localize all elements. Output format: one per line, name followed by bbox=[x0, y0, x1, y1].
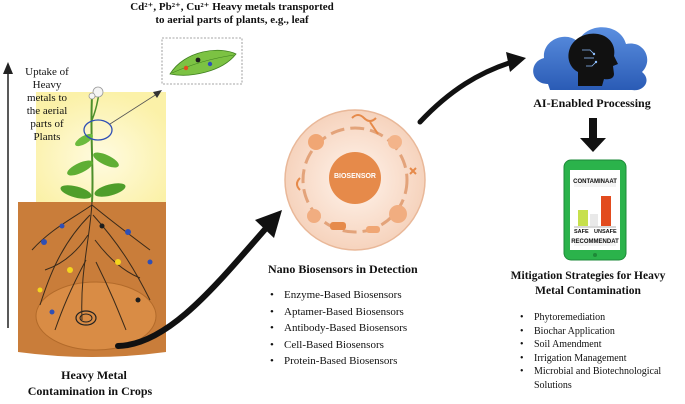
uptake-line: Heavy bbox=[32, 79, 62, 91]
root-highlight-inner bbox=[79, 313, 93, 323]
mitigation-title-line2: Metal Contamination bbox=[535, 285, 641, 297]
ai-cloud-icon bbox=[533, 27, 648, 91]
mitigation-item: Phytoremediation bbox=[520, 311, 661, 325]
phone-top-label: CONTAMINAAT bbox=[573, 179, 617, 185]
biosensor-item: Cell-Based Biosensors bbox=[270, 337, 407, 354]
biosensor-title: Nano Biosensors in Detection bbox=[268, 262, 418, 276]
mitigation-item: Microbial and Biotechnological bbox=[520, 365, 661, 379]
phone-safe-label: SAFE bbox=[574, 229, 589, 235]
mitigation-item: Soil Amendment bbox=[520, 338, 661, 352]
phone-graphic bbox=[563, 159, 627, 261]
biosensor-graphic bbox=[284, 109, 426, 251]
biosensor-item: Protein-Based Biosensors bbox=[270, 353, 407, 370]
ai-title: AI-Enabled Processing bbox=[533, 96, 651, 110]
mitigation-item: Irrigation Management bbox=[520, 352, 661, 366]
phone-unsafe-label: UNSAFE bbox=[594, 229, 617, 235]
plant bbox=[60, 86, 126, 203]
biosensor-item: Antibody-Based Biosensors bbox=[270, 320, 407, 337]
uptake-line: metals to bbox=[26, 92, 68, 104]
biosensor-center-label: BIOSENSOR bbox=[333, 173, 376, 180]
metal-particles bbox=[37, 223, 153, 315]
mitigation-title-line1: Mitigation Strategies for Heavy bbox=[510, 270, 666, 282]
uptake-line: Uptake of bbox=[25, 66, 69, 78]
arrow-roots-to-biosensor bbox=[115, 210, 282, 349]
biosensor-item: Enzyme-Based Biosensors bbox=[270, 287, 407, 304]
sky-background bbox=[36, 92, 166, 202]
leaf-magnifier bbox=[83, 119, 113, 141]
crops-caption-line2: Contamination in Crops bbox=[27, 384, 153, 398]
uptake-arrow bbox=[3, 62, 13, 328]
uptake-line: the aerial bbox=[26, 105, 68, 117]
mitigation-item-continuation: Solutions bbox=[534, 380, 572, 391]
uptake-line: parts of bbox=[30, 118, 64, 130]
top-note-line2: to aerial parts of plants, e.g., leaf bbox=[155, 14, 309, 26]
leaf-pointer-line bbox=[109, 91, 161, 125]
biosensor-item: Aptamer-Based Biosensors bbox=[270, 304, 407, 321]
root-highlight bbox=[75, 310, 97, 326]
crops-caption-line1: Heavy Metal bbox=[61, 368, 127, 382]
uptake-line: Plants bbox=[33, 131, 61, 143]
mitigation-list: Phytoremediation Biochar Application Soi… bbox=[520, 311, 661, 379]
phone-bottom-label: RECOMMENDAT bbox=[571, 239, 619, 245]
uptake-label: Uptake of Heavy metals to the aerial par… bbox=[12, 66, 82, 144]
biosensor-list: Enzyme-Based Biosensors Aptamer-Based Bi… bbox=[270, 287, 407, 370]
arrow-biosensor-to-ai bbox=[417, 52, 526, 125]
top-note-line1: Cd²⁺, Pb²⁺, Cu²⁺ Heavy metals transporte… bbox=[130, 1, 334, 13]
arrow-ai-to-phone bbox=[580, 118, 606, 152]
leaf-inset bbox=[161, 37, 243, 85]
mitigation-item: Biochar Application bbox=[520, 325, 661, 339]
leaf-pointer-head bbox=[153, 90, 162, 98]
